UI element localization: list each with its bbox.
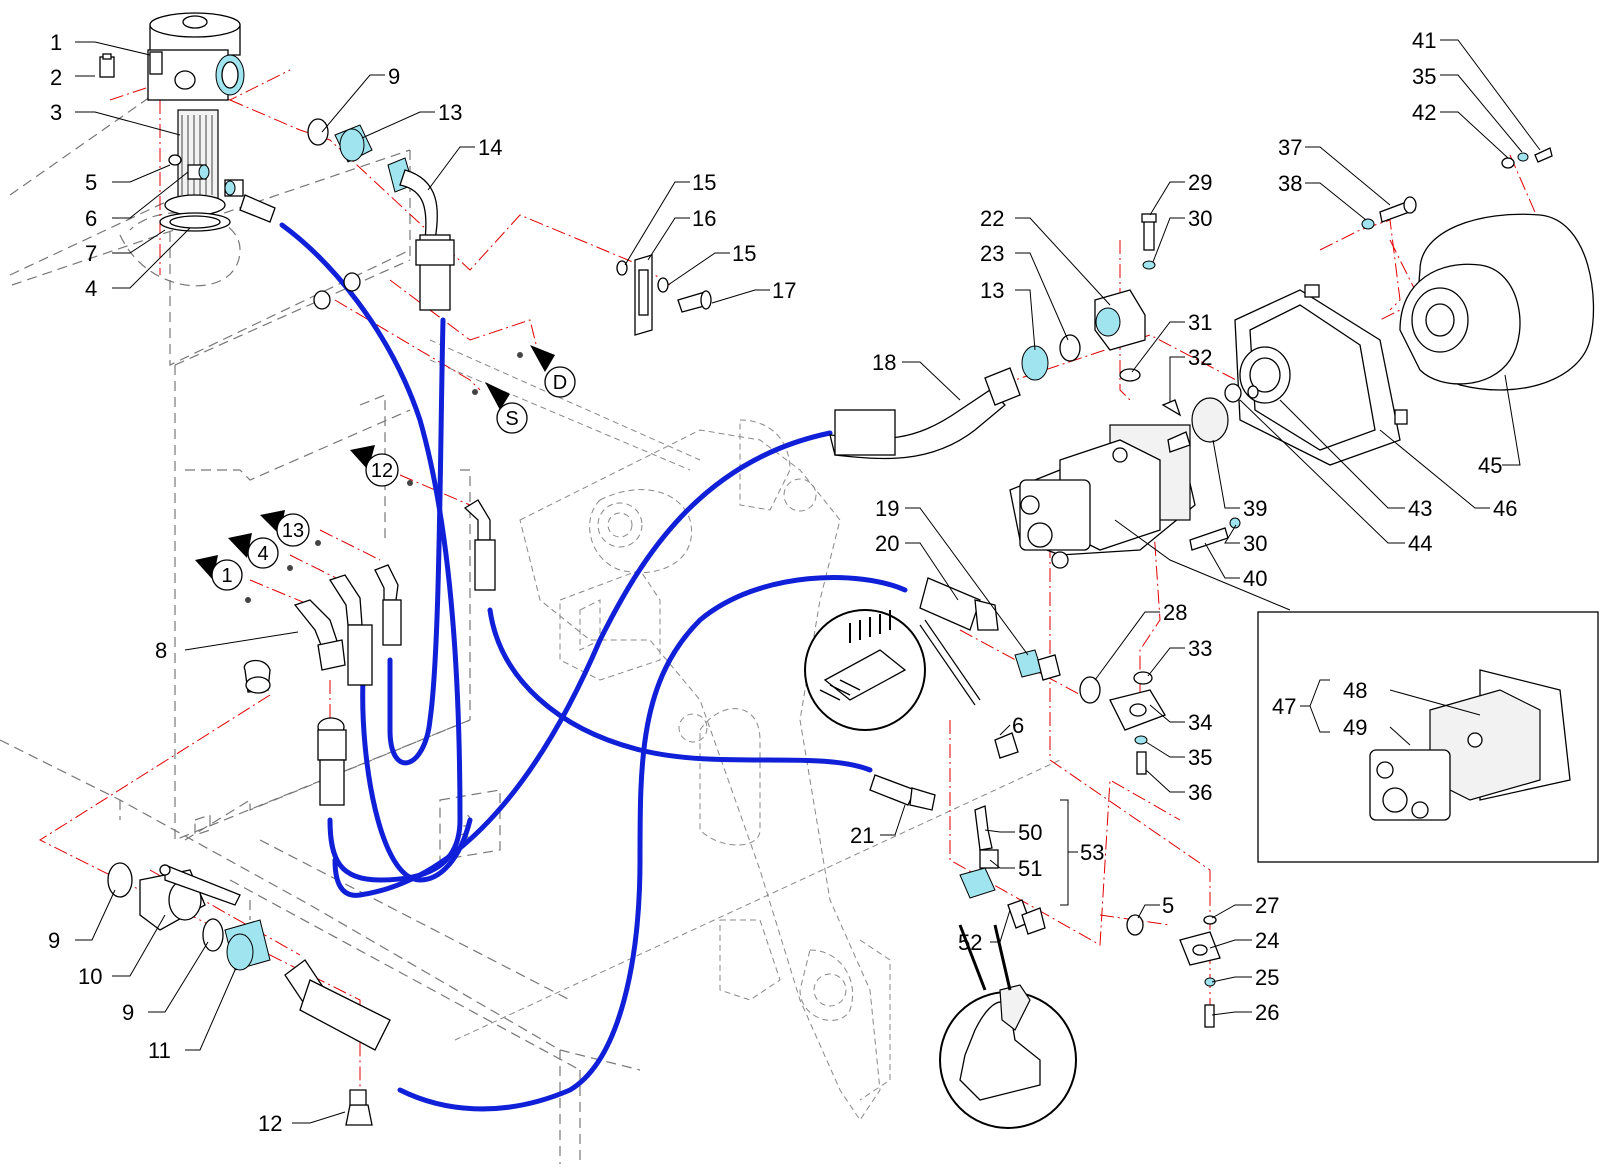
callout-25: 25 xyxy=(1255,965,1279,990)
pump-and-gearbox xyxy=(1009,147,1595,569)
callout-26: 26 xyxy=(1255,1000,1279,1025)
callout-30-top: 30 xyxy=(1188,206,1212,231)
port-marker-1: 1 xyxy=(195,555,251,603)
callout-35-pump: 35 xyxy=(1188,745,1212,770)
callout-19: 19 xyxy=(875,496,899,521)
port-marker-d: D xyxy=(517,345,576,398)
callout-35-top: 35 xyxy=(1412,64,1436,89)
callout-50: 50 xyxy=(1018,820,1042,845)
callout-6: 6 xyxy=(85,206,97,231)
callout-5: 5 xyxy=(85,170,97,195)
callout-33: 33 xyxy=(1188,636,1212,661)
callout-7: 7 xyxy=(85,241,97,266)
hose-return-1 xyxy=(387,317,446,766)
callout-22: 22 xyxy=(980,206,1004,231)
callout-6-valve: 6 xyxy=(1012,713,1024,738)
port-marker-12-label: 12 xyxy=(371,460,393,482)
callout-53: 53 xyxy=(1080,840,1104,865)
pressure-line-fittings xyxy=(829,367,1221,1028)
port-marker-4: 4 xyxy=(228,533,293,571)
callout-23: 23 xyxy=(980,241,1004,266)
callout-16: 16 xyxy=(692,206,716,231)
pump-variant-inset xyxy=(1114,519,1599,863)
hose-end-fittings xyxy=(243,499,496,806)
callout-44: 44 xyxy=(1408,531,1432,556)
port-markers: D S 12 13 4 1 xyxy=(195,345,576,603)
callout-30-bottom: 30 xyxy=(1243,531,1267,556)
port-marker-s-label: S xyxy=(505,408,518,430)
hose-suction-main xyxy=(279,222,463,883)
joystick-detail-circle xyxy=(939,924,1077,1129)
callout-9-lower: 9 xyxy=(122,1000,134,1025)
port-marker-12: 12 xyxy=(350,445,413,487)
callout-45: 45 xyxy=(1478,453,1502,478)
callout-39: 39 xyxy=(1243,496,1267,521)
callout-42: 42 xyxy=(1412,100,1436,125)
callout-9-valve: 9 xyxy=(48,928,60,953)
callout-29: 29 xyxy=(1188,170,1212,195)
sight-gauge xyxy=(616,254,712,336)
callout-18: 18 xyxy=(872,350,896,375)
callout-31: 31 xyxy=(1188,310,1212,335)
callout-21: 21 xyxy=(850,823,874,848)
callout-46: 46 xyxy=(1493,496,1517,521)
callout-1: 1 xyxy=(50,30,62,55)
callout-14: 14 xyxy=(478,135,502,160)
callout-2: 2 xyxy=(50,65,62,90)
callout-47: 47 xyxy=(1272,694,1296,719)
callout-leaders xyxy=(75,39,1541,1124)
suction-fittings xyxy=(307,118,455,311)
hose-return-2 xyxy=(360,677,473,883)
callout-32: 32 xyxy=(1188,345,1212,370)
hose-valve-feed xyxy=(487,607,873,773)
callout-9-top: 9 xyxy=(388,64,400,89)
callout-13-pump: 13 xyxy=(980,278,1004,303)
callout-labels: 1 2 3 5 6 7 4 9 13 14 15 16 15 17 8 9 10… xyxy=(48,28,1517,1136)
hose-pressure-2 xyxy=(397,575,908,1112)
callout-15-a: 15 xyxy=(692,170,716,195)
callout-15-b: 15 xyxy=(732,241,756,266)
port-marker-13: 13 xyxy=(260,510,321,547)
callout-52: 52 xyxy=(958,930,982,955)
hydraulic-hoses xyxy=(279,222,908,1112)
port-marker-4-label: 4 xyxy=(257,543,268,565)
callout-34: 34 xyxy=(1188,710,1212,735)
callout-41: 41 xyxy=(1412,28,1436,53)
callout-8: 8 xyxy=(155,638,167,663)
callout-5-valve: 5 xyxy=(1162,893,1174,918)
callout-11: 11 xyxy=(148,1038,171,1063)
callout-3: 3 xyxy=(50,100,62,125)
valve-bank-detail-circle xyxy=(804,609,981,731)
callout-13-top: 13 xyxy=(438,100,462,125)
boom-linkage-outline xyxy=(519,419,891,1121)
callout-49: 49 xyxy=(1343,715,1367,740)
callout-20: 20 xyxy=(875,531,899,556)
port-marker-13-label: 13 xyxy=(282,520,304,542)
callout-37: 37 xyxy=(1278,135,1302,160)
callout-17: 17 xyxy=(772,278,796,303)
port-marker-1-label: 1 xyxy=(221,565,232,587)
hose-pressure-loop xyxy=(332,430,833,898)
callout-28: 28 xyxy=(1163,600,1187,625)
port-marker-s: S xyxy=(472,382,528,434)
callout-40: 40 xyxy=(1243,566,1267,591)
callout-38: 38 xyxy=(1278,171,1302,196)
callout-24: 24 xyxy=(1255,928,1279,953)
callout-43: 43 xyxy=(1408,496,1432,521)
callout-12: 12 xyxy=(258,1111,282,1136)
ball-valve-assembly xyxy=(107,862,391,1126)
callout-48: 48 xyxy=(1343,678,1367,703)
callout-27: 27 xyxy=(1255,893,1279,918)
filter-assembly xyxy=(99,12,276,232)
callout-4: 4 xyxy=(85,276,97,301)
callout-36: 36 xyxy=(1188,780,1212,805)
callout-51: 51 xyxy=(1018,856,1042,881)
tank-plugs xyxy=(313,272,361,310)
port-marker-d-label: D xyxy=(553,372,567,394)
callout-10: 10 xyxy=(78,964,102,989)
